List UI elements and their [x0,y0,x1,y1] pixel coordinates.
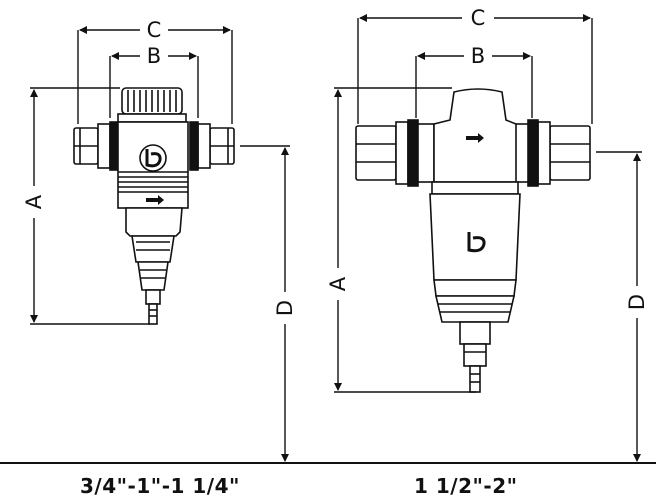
small-dim-b-label: B [147,44,161,68]
large-filter [355,88,591,393]
large-dim-d-label: D [625,294,649,310]
large-dim-c-label: C [471,6,486,30]
large-dim-a-label: A [326,276,350,291]
swirl-logo-icon [467,232,486,253]
small-dim-a-label: A [22,194,46,209]
caption-small-sizes: 3/4"-1"-1 1/4" [80,474,240,498]
swirl-logo-icon [139,144,167,172]
caption-large-sizes: 1 1/2"-2" [414,474,518,498]
small-filter [73,87,235,325]
large-dim-b-label: B [471,44,485,68]
small-dim-d-label: D [273,300,297,316]
large-dimension-lines [334,14,642,462]
small-dim-c-label: C [147,18,162,42]
small-dimension-lines [30,26,290,462]
